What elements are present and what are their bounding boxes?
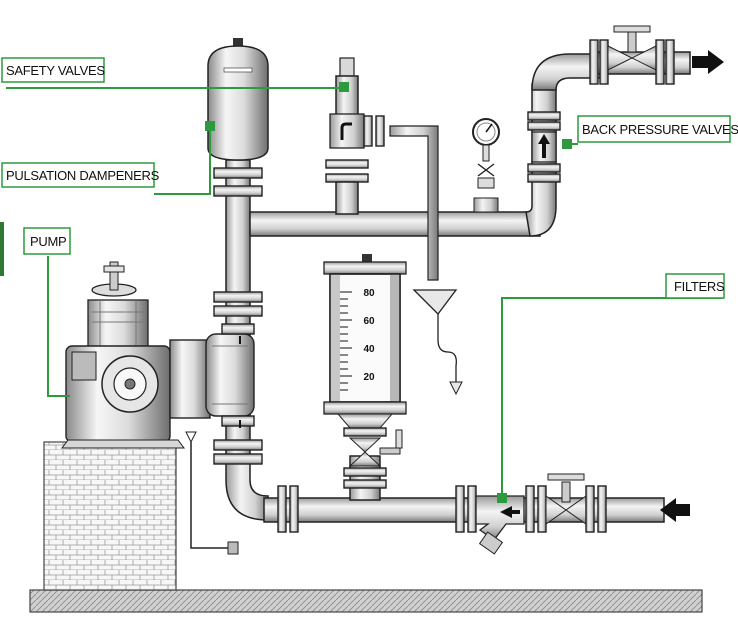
label-pulsation-dampeners-text: PULSATION DAMPENERS — [6, 168, 160, 183]
safety-valve — [325, 57, 385, 215]
label-pump-text: PUMP — [30, 234, 66, 249]
pump-pedestal — [43, 441, 177, 591]
label-back-pressure-valves: BACK PRESSURE VALVES — [577, 115, 738, 143]
label-pulsation-dampeners: PULSATION DAMPENERS — [1, 162, 160, 188]
label-back-pressure-valves-text: BACK PRESSURE VALVES — [582, 122, 738, 137]
arrow-right-icon — [692, 50, 724, 74]
handwheel-icon — [91, 261, 137, 297]
inlet-isolation-valve — [545, 473, 587, 525]
floor-slab — [29, 589, 703, 613]
pulsation-dampener — [207, 38, 269, 197]
pump-leader — [47, 256, 70, 397]
drain-funnel — [412, 289, 458, 315]
arrow-left-icon — [660, 498, 690, 522]
label-safety-valves-text: SAFETY VALVES — [6, 63, 105, 78]
column-tick-20: 20 — [363, 372, 375, 383]
label-safety-valves: SAFETY VALVES — [1, 57, 106, 83]
back-pressure-valve — [527, 111, 561, 183]
label-filters: FILTERS — [665, 273, 725, 299]
filters-leader — [501, 297, 722, 498]
pump-drain-arrow-icon — [227, 541, 239, 555]
column-tick-60: 60 — [363, 316, 375, 327]
metering-pump — [61, 261, 255, 449]
pressure-gauge-icon — [472, 118, 500, 213]
left-edge-marker — [0, 222, 4, 276]
drain-arrow-icon — [449, 381, 463, 396]
column-tick-80: 80 — [363, 288, 375, 299]
y-strainer-filter — [475, 495, 525, 555]
outlet-isolation-valve — [589, 25, 675, 85]
column-tick-40: 40 — [363, 344, 375, 355]
label-filters-text: FILTERS — [674, 279, 725, 294]
label-pump: PUMP — [23, 227, 71, 255]
calibration-column: 80 60 40 20 — [323, 254, 407, 489]
pulsation-dampeners-leader — [154, 126, 211, 195]
arrow-up-icon — [538, 134, 550, 158]
flow-arrow-left-icon — [500, 506, 520, 518]
